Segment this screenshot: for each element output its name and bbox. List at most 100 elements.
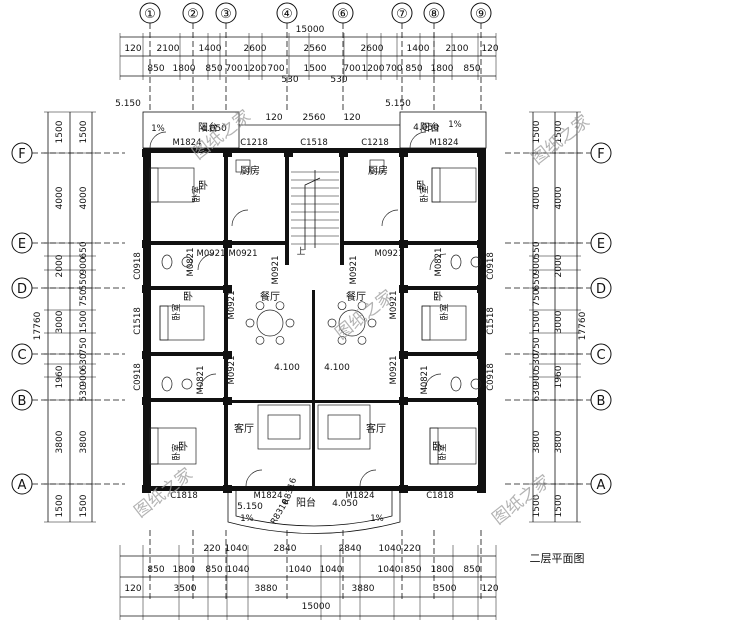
axis-E-right: E bbox=[597, 237, 605, 252]
room-bedroom-f-right: 卧 bbox=[416, 179, 426, 192]
dim-small-1: 530 bbox=[281, 75, 298, 85]
tag-c1218-l: C1218 bbox=[240, 138, 268, 148]
tag-c1518-dl: C1518 bbox=[133, 307, 143, 335]
column-10 bbox=[142, 285, 151, 293]
column-14 bbox=[142, 351, 151, 359]
bed-tag-d-left: 卧室 bbox=[171, 303, 182, 321]
dim-right-o6: 3800 bbox=[554, 430, 564, 453]
dim-right-i12: 3800 bbox=[532, 430, 542, 453]
column-25 bbox=[477, 485, 486, 493]
dim-left-i4: 900 bbox=[79, 257, 89, 274]
room-kitchen-left: 厨房 bbox=[240, 164, 260, 177]
column-13 bbox=[477, 285, 486, 293]
tag-c0918-el: C0918 bbox=[133, 252, 143, 280]
floor-drain-0 bbox=[181, 256, 193, 268]
dim-left-i6: 750 bbox=[79, 289, 89, 306]
wall-h-left-2 bbox=[143, 352, 228, 356]
front-balcony-outline bbox=[227, 491, 401, 534]
door-swing-6 bbox=[199, 373, 217, 391]
wall-h-right-2 bbox=[400, 352, 486, 356]
axis-bubbles-side: F E D C B A F E D C B A bbox=[11, 142, 612, 495]
dim-sub-2: 1800 bbox=[173, 64, 196, 74]
room-labels: 阳台 阳台 卧 卧 厨房 厨房 卧 卧 餐厅 餐厅 客厅 客厅 卧 卧 阳台 bbox=[178, 121, 443, 509]
bed-head-5 bbox=[429, 427, 439, 465]
axis-7-label: ⑦ bbox=[396, 7, 408, 22]
column-18 bbox=[142, 397, 151, 405]
dining-chair-0-0 bbox=[285, 318, 295, 328]
dim-right-i5: 650 bbox=[532, 273, 542, 290]
dim-top-3: 1400 bbox=[199, 44, 222, 54]
toilet-3 bbox=[450, 376, 462, 392]
axis-C-left: C bbox=[17, 348, 26, 363]
tag-slope-tl: 1% bbox=[151, 124, 165, 134]
tag-m0921-dl: M0921 bbox=[227, 291, 237, 320]
dim-right-i13: 1500 bbox=[532, 494, 542, 517]
column-9 bbox=[477, 240, 486, 248]
dim-bottom2-4: 1040 bbox=[227, 565, 250, 575]
top-dimensions: 15000 120 2100 1400 2600 2560 2600 1400 … bbox=[124, 25, 498, 123]
column-12 bbox=[399, 285, 408, 293]
toilet-0 bbox=[161, 254, 173, 270]
dining-table-1 bbox=[338, 309, 366, 337]
tag-c1818-l: C1818 bbox=[170, 491, 198, 501]
dining-chair-1-5 bbox=[357, 301, 367, 311]
watermarks: 图纸之家 图纸之家 图纸之家 图纸之家 图纸之家 bbox=[131, 106, 594, 529]
sofa-set-1 bbox=[317, 404, 371, 450]
column-6 bbox=[142, 240, 151, 248]
tag-m0821-r: M0821 bbox=[434, 248, 444, 277]
dim-right-i1: 1500 bbox=[532, 120, 542, 143]
axis-C-right: C bbox=[596, 348, 605, 363]
axis-2-label: ② bbox=[187, 7, 199, 22]
dim-sub-5: 1200 bbox=[244, 64, 267, 74]
dim-left-i11: 530 bbox=[79, 384, 89, 401]
tag-m0821-cl: M0821 bbox=[196, 366, 206, 395]
dim-right-o4: 3000 bbox=[554, 310, 564, 333]
dim-right-i6: 750 bbox=[532, 289, 542, 306]
column-2 bbox=[284, 149, 293, 157]
door-swing-1 bbox=[409, 131, 427, 149]
dim-sub-10: 700 bbox=[385, 64, 402, 74]
level-front-balcony: 4.050 bbox=[332, 499, 358, 509]
door-swing-4 bbox=[197, 253, 215, 271]
axis-6-label: ⑥ bbox=[337, 7, 349, 22]
dim-left-i1: 1500 bbox=[79, 120, 89, 143]
dim-left-i8: 750 bbox=[79, 337, 89, 354]
dining-table-0 bbox=[256, 309, 284, 337]
bed-head-4 bbox=[149, 427, 159, 465]
room-bedroom-d-right: 卧 bbox=[433, 290, 443, 303]
column-16 bbox=[399, 351, 408, 359]
bed-1 bbox=[431, 167, 477, 203]
dim-bottom1-4: 3880 bbox=[352, 584, 375, 594]
dim-bottom3-5: 1040 bbox=[379, 544, 402, 554]
wall-kitchen-right-bottom bbox=[344, 241, 400, 245]
axis-B-right: B bbox=[597, 394, 606, 409]
door-swing-5 bbox=[429, 253, 447, 271]
tag-c1518-dr: C1518 bbox=[486, 307, 496, 335]
dim-bottom2-3: 850 bbox=[205, 565, 222, 575]
dim-right-total: 17760 bbox=[578, 311, 588, 340]
dim-right-i11: 630 bbox=[532, 384, 542, 401]
room-bedroom-f-left: 卧 bbox=[198, 179, 208, 192]
axis-A-left: A bbox=[18, 478, 27, 493]
dim-right-o7: 1500 bbox=[554, 494, 564, 517]
dim-bottom2-9: 1800 bbox=[431, 565, 454, 575]
dim-left-i10: 900 bbox=[79, 369, 89, 386]
dining-chair-1-0 bbox=[367, 318, 377, 328]
dim-sub-3: 850 bbox=[205, 64, 222, 74]
tag-m1824-br: M1824 bbox=[346, 491, 375, 501]
bed-2 bbox=[159, 305, 205, 341]
dim-right-i3: 550 bbox=[532, 241, 542, 258]
dim-left-o4: 3000 bbox=[55, 310, 65, 333]
dim-right-i7: 1500 bbox=[532, 310, 542, 333]
dim-left-o3: 2000 bbox=[55, 254, 65, 277]
tag-c0918-er: C0918 bbox=[486, 252, 496, 280]
floor-drain-2 bbox=[181, 378, 193, 390]
room-bedroom-d-left: 卧 bbox=[183, 290, 193, 303]
column-23 bbox=[223, 485, 232, 493]
dim-sub-12: 1800 bbox=[431, 64, 454, 74]
dim-right-i8: 750 bbox=[532, 337, 542, 354]
room-dining-left: 餐厅 bbox=[260, 290, 280, 303]
dim-top-1: 120 bbox=[124, 44, 141, 54]
axis-F-left: F bbox=[18, 147, 25, 162]
